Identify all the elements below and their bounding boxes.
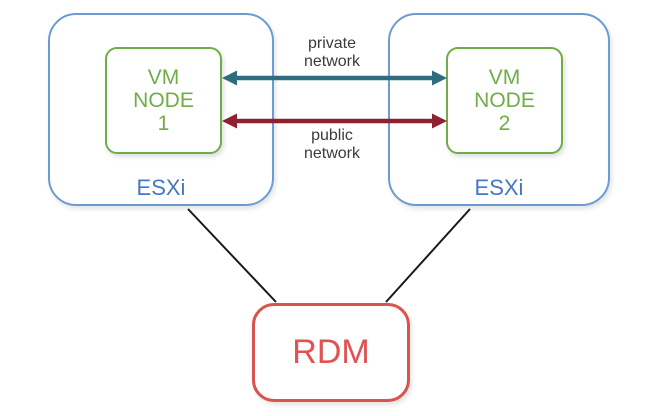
vm-node-1-label-line1: VM bbox=[147, 66, 180, 89]
esxi-host-2-box: VM NODE 2 ESXi bbox=[388, 13, 610, 206]
vm-node-1-label-line2: NODE bbox=[133, 89, 194, 112]
private-network-label-line2: network bbox=[303, 52, 361, 70]
private-network-label: private network bbox=[272, 35, 392, 70]
esxi-host-1-label: ESXi bbox=[136, 175, 186, 200]
vm-node-1-box: VM NODE 1 bbox=[105, 47, 222, 154]
rdm-connector-right bbox=[385, 208, 471, 303]
rdm-label: RDM bbox=[292, 333, 370, 371]
vm-node-2-label-line3: 2 bbox=[498, 112, 511, 135]
public-network-label-line2: network bbox=[303, 144, 361, 162]
public-network-label-line1: public bbox=[311, 127, 353, 144]
public-network-label: public network bbox=[272, 127, 392, 162]
private-network-label-line1: private bbox=[307, 35, 357, 52]
vm-node-2-label-line1: VM bbox=[488, 66, 521, 89]
vm-node-2-box: VM NODE 2 bbox=[446, 47, 563, 154]
vm-node-2-label-line2: NODE bbox=[474, 89, 535, 112]
vm-node-1-label-line3: 1 bbox=[157, 112, 170, 135]
esxi-host-2-label: ESXi bbox=[474, 175, 524, 200]
rdm-connector-left bbox=[187, 208, 277, 303]
esxi-host-1-box: VM NODE 1 ESXi bbox=[48, 13, 274, 206]
rdm-box: RDM bbox=[252, 303, 410, 402]
